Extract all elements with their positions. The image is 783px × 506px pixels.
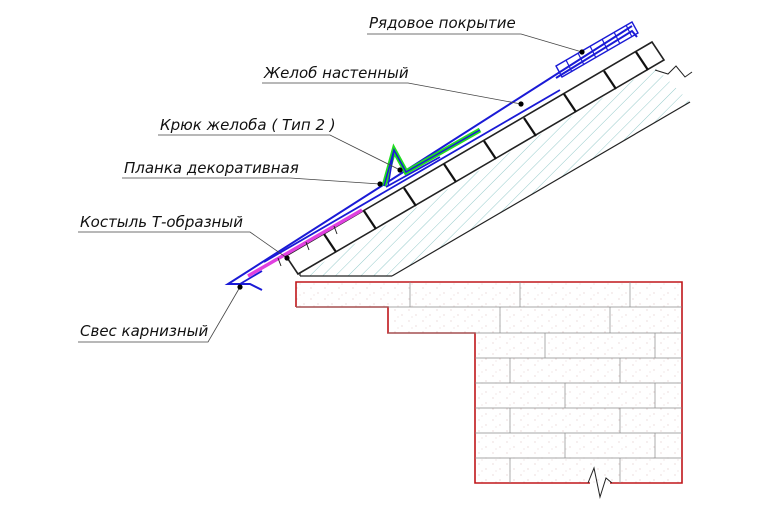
t-bracket	[247, 208, 363, 278]
brick-wall	[295, 281, 683, 499]
brick-wall-fill	[296, 282, 682, 483]
rafter-break	[654, 65, 693, 78]
brick-joints	[296, 282, 682, 483]
roof-covering	[224, 21, 639, 291]
break-line	[587, 466, 613, 499]
battens	[284, 40, 666, 276]
labels: Рядовое покрытие Желоб настенный Крюк же…	[80, 14, 516, 340]
batten-joints	[323, 51, 649, 253]
label-gutter-hook: Крюк желоба ( Тип 2 )	[160, 116, 336, 134]
label-decorative-strip: Планка декоративная	[124, 159, 299, 177]
rafter	[299, 65, 693, 277]
wall-gutter-line	[263, 89, 561, 263]
row-covering-hatch	[555, 21, 639, 78]
leader-lines	[78, 33, 585, 343]
label-row-covering: Рядовое покрытие	[369, 14, 516, 32]
label-t-bracket: Костыль Т-образный	[80, 213, 243, 231]
eave-overhang-sheet	[224, 25, 633, 291]
gutter-lower-edge	[239, 270, 263, 285]
gutter-hook	[381, 127, 482, 188]
rafter-hatch	[300, 67, 690, 276]
label-eave-overhang: Свес карнизный	[80, 322, 209, 340]
label-wall-gutter: Желоб настенный	[263, 64, 409, 82]
